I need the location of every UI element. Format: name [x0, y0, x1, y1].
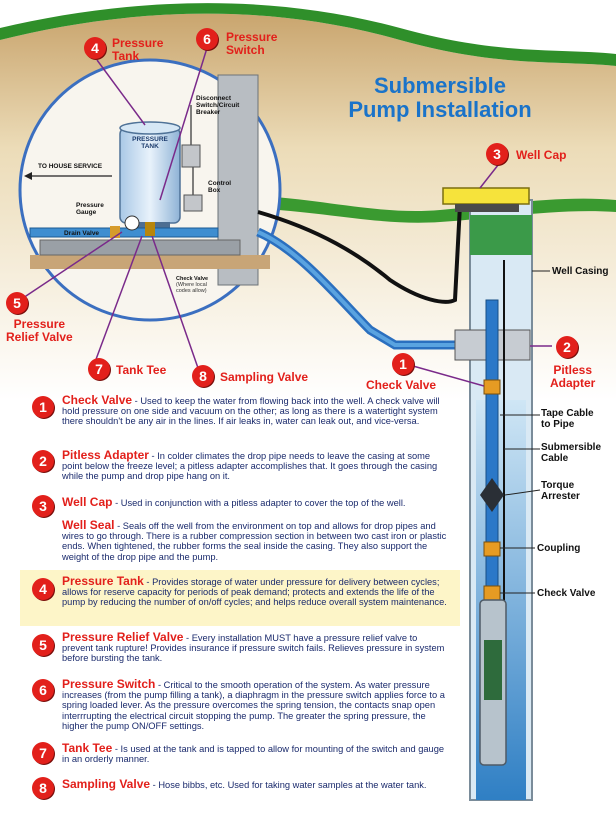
callout-8-badge: 8 — [192, 365, 214, 387]
desc-6-badge: 6 — [32, 679, 54, 701]
callout-3-label: Well Cap — [516, 148, 567, 162]
torque-arrester-shape — [480, 478, 504, 512]
callout-3-badge: 3 — [486, 143, 508, 165]
inset-floor — [30, 255, 270, 269]
desc-tank-tee: Tank Tee - Is used at the tank and is ta… — [62, 741, 445, 765]
callout-7-label: Tank Tee — [116, 363, 167, 377]
desc-sampling-valve: Sampling Valve - Hose bibbs, etc. Used f… — [62, 777, 427, 791]
callout-2-badge: 2 — [556, 336, 578, 358]
desc-pressure-tank: Pressure Tank - Provides storage of wate… — [62, 574, 447, 608]
desc-pitless-adapter: Pitless Adapter - In colder climates the… — [62, 448, 438, 482]
desc-8-badge: 8 — [32, 777, 54, 799]
grass-band — [0, 3, 616, 67]
leader-lines — [19, 47, 552, 387]
desc-3-badge: 3 — [32, 495, 54, 517]
desc-2-badge: 2 — [32, 450, 54, 472]
desc-pressure-relief-valve: Pressure Relief Valve - Every installati… — [62, 630, 445, 664]
inset-water-pipe — [29, 227, 219, 238]
to-house-label: TO HOUSE SERVICE — [38, 163, 103, 170]
check-valve-label: Check Valve — [537, 588, 596, 599]
coupling-shape — [483, 541, 501, 557]
electrical-cable — [257, 204, 462, 304]
coupling-label: Coupling — [537, 543, 581, 554]
disconnect-box — [181, 144, 201, 168]
desc-5-badge: 5 — [32, 634, 54, 656]
title-line-2: Pump Installation — [348, 97, 532, 122]
well-seal-band — [470, 215, 532, 255]
pressure-tank-highlight — [20, 570, 460, 626]
callout-5-badge: 5 — [6, 292, 28, 314]
desc-4-badge: 4 — [32, 578, 54, 600]
control-box-shape — [183, 194, 203, 212]
desc-check-valve: Check Valve - Used to keep the water fro… — [62, 393, 440, 427]
callout-7-badge: 7 — [88, 358, 110, 380]
desc-1-badge: 1 — [32, 396, 54, 418]
pointer-lines — [500, 270, 550, 594]
drain-valve-label: Drain Valve — [64, 230, 100, 237]
callout-6-badge: 6 — [196, 28, 218, 50]
desc-7-badge: 7 — [32, 742, 54, 764]
well-cap-shape — [442, 187, 530, 205]
drop-pipe — [485, 299, 499, 631]
diagram-title: Submersible Pump Installation — [300, 74, 580, 122]
check-valve-top — [483, 379, 501, 395]
title-line-1: Submersible — [373, 73, 507, 98]
desc-well-seal: Well Seal - Seals off the well from the … — [62, 518, 447, 562]
pressure-gauge-shape — [124, 215, 140, 231]
callout-8-label: Sampling Valve — [220, 370, 309, 384]
callout-1-badge: 1 — [392, 353, 414, 375]
callout-4-badge: 4 — [84, 37, 106, 59]
desc-pressure-switch: Pressure Switch - Critical to the smooth… — [62, 677, 445, 731]
well-casing-label: Well Casing — [552, 266, 609, 277]
desc-well-cap: Well Cap - Used in conjunction with a pi… — [62, 495, 406, 509]
callout-1-label: Check Valve — [366, 378, 437, 392]
check-valve-bottom — [483, 585, 501, 601]
